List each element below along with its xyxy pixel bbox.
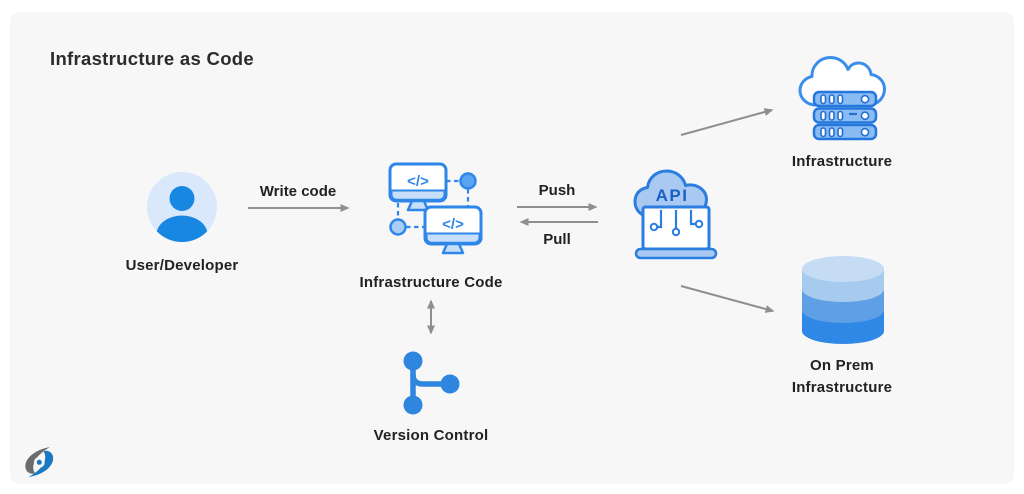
- pull-label: Pull: [543, 231, 571, 248]
- infrastructure-code-label: Infrastructure Code: [359, 274, 503, 291]
- user-developer-label: User/Developer: [125, 257, 239, 274]
- on-prem-label: On Prem Infrastructure: [762, 355, 922, 399]
- api-icon: API: [631, 167, 721, 261]
- brand-logo: [21, 445, 57, 479]
- infrastructure-label: Infrastructure: [791, 153, 893, 170]
- user-developer-icon: [147, 172, 217, 242]
- api-cloud-label: API: [656, 186, 689, 205]
- on-prem-database-icon: [801, 255, 885, 345]
- version-control-label: Version Control: [373, 427, 489, 444]
- on-prem-label-line2: Infrastructure: [791, 379, 893, 396]
- infrastructure-icon: [797, 45, 889, 145]
- code-glyph-2: </>: [442, 216, 464, 233]
- code-glyph-1: </>: [407, 173, 429, 190]
- on-prem-label-line1: On Prem: [810, 357, 874, 374]
- page-title: Infrastructure as Code: [50, 48, 254, 69]
- version-control-icon: [401, 350, 461, 416]
- write-code-label: Write code: [259, 183, 337, 200]
- push-label: Push: [538, 182, 576, 199]
- infrastructure-code-icon: </> </>: [379, 159, 487, 255]
